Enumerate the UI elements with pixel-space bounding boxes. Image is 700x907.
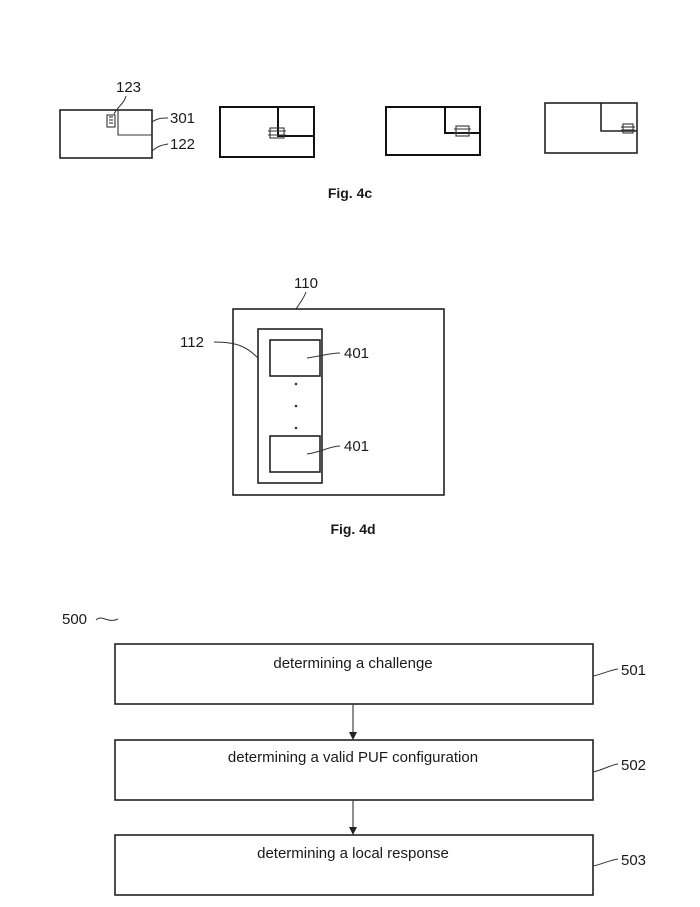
leader-122 — [152, 144, 168, 151]
leader-112 — [214, 342, 258, 358]
caption-fig-4c: Fig. 4c — [328, 185, 373, 201]
fig4c-chip-2 — [220, 107, 314, 157]
leader-401-top — [307, 353, 340, 358]
step-501-label: determining a challenge — [273, 655, 432, 672]
arrowhead-501-to-502 — [349, 732, 357, 740]
ref-110: 110 — [294, 275, 318, 292]
ref-401-bottom: 401 — [344, 438, 369, 455]
puf-region-outline — [118, 110, 152, 135]
chip-outline — [60, 110, 152, 158]
leader-301 — [152, 118, 168, 122]
step-503-box — [115, 835, 593, 895]
caption-fig-4d: Fig. 4d — [330, 521, 375, 537]
fig4c-chip-4 — [545, 103, 637, 153]
step-501-box — [115, 644, 593, 704]
ref-122: 122 — [170, 136, 195, 153]
leader-500 — [96, 618, 118, 620]
puf-region-outline — [278, 107, 314, 136]
ellipsis-dots — [295, 383, 298, 430]
leader-110 — [296, 292, 306, 309]
ref-500: 500 — [62, 611, 87, 628]
fig4c-chip-1 — [60, 110, 152, 158]
ref-503: 503 — [621, 852, 646, 869]
leader-123 — [114, 96, 126, 114]
chip-outline — [386, 107, 480, 155]
step-502-label: determining a valid PUF configuration — [228, 749, 478, 766]
leader-503 — [593, 859, 618, 866]
leader-401-bottom — [307, 446, 340, 454]
ref-301: 301 — [170, 110, 195, 127]
step-503-label: determining a local response — [257, 845, 449, 862]
puf-array-112-outline — [258, 329, 322, 483]
leader-501 — [593, 669, 618, 676]
leader-502 — [593, 764, 618, 772]
ref-501: 501 — [621, 662, 646, 679]
device-110-outline — [233, 309, 444, 495]
ref-112: 112 — [180, 334, 204, 351]
ref-502: 502 — [621, 757, 646, 774]
fig4c-chip-3 — [386, 107, 480, 155]
puf-element-401-top — [270, 340, 320, 376]
figure-4d: 110 112 401 401 Fig. 4d — [180, 275, 444, 537]
figure-4c: 123 301 122 — [60, 79, 637, 201]
ref-123: 123 — [116, 79, 141, 96]
chip-outline — [220, 107, 314, 157]
puf-element-icon — [107, 115, 115, 127]
arrowhead-502-to-503 — [349, 827, 357, 835]
puf-element-icon — [454, 126, 471, 136]
flowchart-500: 500 determining a challenge 501 determin… — [62, 611, 646, 895]
ref-401-top: 401 — [344, 345, 369, 362]
puf-element-401-bottom — [270, 436, 320, 472]
